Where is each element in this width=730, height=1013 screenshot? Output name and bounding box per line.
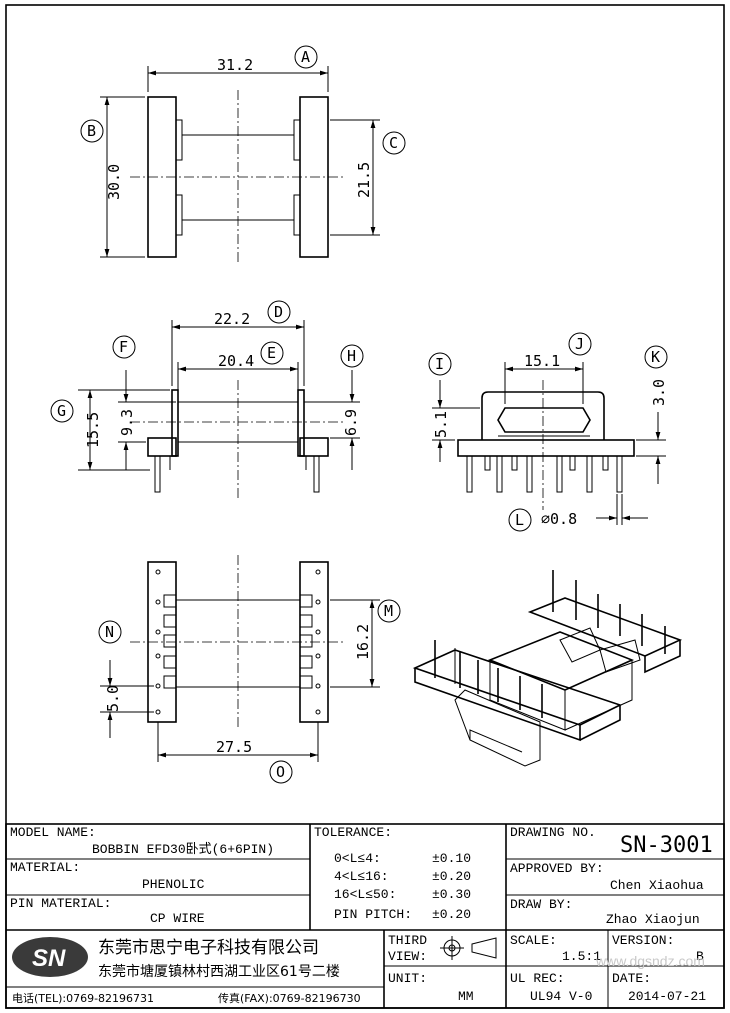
callout-E: E <box>267 344 276 362</box>
fax: 传真(FAX):0769-82196730 <box>218 991 361 1005</box>
draw-by-label: DRAW BY: <box>510 897 572 912</box>
dim-N: 5.0 <box>104 685 122 712</box>
dim-A: 31.2 <box>217 56 253 74</box>
iso-pins <box>434 570 666 718</box>
drawing-no-value: SN-3001 <box>620 833 713 858</box>
date-label: DATE: <box>612 971 651 986</box>
isometric-view <box>412 570 683 767</box>
tolerance-range-1: 0<L≤4: <box>334 851 381 866</box>
callout-I: I <box>435 355 444 373</box>
dim-B: 30.0 <box>105 164 123 200</box>
pin-material-value: CP WIRE <box>150 911 205 926</box>
callout-F: F <box>119 338 128 356</box>
dim-I: 5.1 <box>432 411 450 438</box>
dim-M: 16.2 <box>354 624 372 660</box>
ul-rec-value: UL94 V-0 <box>530 989 592 1004</box>
third-view-label-1: THIRD <box>388 933 427 948</box>
dim-C: 21.5 <box>355 162 373 198</box>
version-label: VERSION: <box>612 933 674 948</box>
logo-text: SN <box>32 945 66 972</box>
watermark: www.dgsndz.com <box>595 953 705 969</box>
pin-row <box>466 455 623 493</box>
company-logo <box>12 937 88 977</box>
callout-O: O <box>276 763 285 781</box>
unit-label: UNIT: <box>388 971 427 986</box>
callout-G: G <box>57 402 66 420</box>
dim-G: 15.5 <box>84 412 102 448</box>
top-view: 31.2 30.0 21.5 <box>100 56 380 265</box>
tolerance-range-2: 4<L≤16: <box>334 869 389 884</box>
third-view-label-2: VIEW: <box>388 949 427 964</box>
pin-tabs <box>163 594 313 689</box>
callout-C: C <box>389 134 398 152</box>
side-view: 15.1 5.1 3.0 ⌀0.8 <box>432 352 668 528</box>
dim-E: 20.4 <box>218 352 254 370</box>
unit-value: MM <box>458 989 474 1004</box>
draw-by-value: Zhao Xiaojun <box>606 912 700 927</box>
tolerance-value-1: ±0.10 <box>432 851 471 866</box>
callout-H: H <box>347 347 356 365</box>
callout-bubbles: A B C D E F G H I J K L M N O <box>50 45 668 784</box>
dim-O: 27.5 <box>216 738 252 756</box>
front-view: 22.2 20.4 15.5 9.3 6.9 <box>78 310 360 500</box>
dim-L: ⌀0.8 <box>541 510 577 528</box>
callout-M: M <box>384 602 393 620</box>
pin-holes <box>155 569 321 715</box>
dim-J: 15.1 <box>524 352 560 370</box>
third-angle-projection-icon <box>440 936 497 960</box>
approved-by-label: APPROVED BY: <box>510 861 604 876</box>
company-address: 东莞市塘厦镇林村西湖工业区61号二楼 <box>98 963 340 980</box>
dim-H: 6.9 <box>342 409 360 436</box>
callout-J: J <box>575 335 584 353</box>
tolerance-label: TOLERANCE: <box>314 825 392 840</box>
callout-D: D <box>274 303 283 321</box>
approved-by-value: Chen Xiaohua <box>610 878 704 893</box>
telephone: 电话(TEL):0769-82196731 <box>12 992 154 1005</box>
tolerance-range-4: PIN PITCH: <box>334 907 412 922</box>
scale-label: SCALE: <box>510 933 557 948</box>
callout-N: N <box>105 623 114 641</box>
material-label: MATERIAL: <box>10 860 80 875</box>
tolerance-value-4: ±0.20 <box>432 907 471 922</box>
pin-material-label: PIN MATERIAL: <box>10 896 111 911</box>
date-value: 2014-07-21 <box>628 989 706 1004</box>
bottom-view: 16.2 5.0 27.5 <box>100 555 380 762</box>
ul-rec-label: UL REC: <box>510 971 565 986</box>
drawing-no-label: DRAWING NO. <box>510 825 596 840</box>
title-block: MODEL NAME: BOBBIN EFD30卧式(6+6PIN) MATER… <box>5 823 725 1009</box>
model-name-label: MODEL NAME: <box>10 825 96 840</box>
callout-A: A <box>301 48 310 66</box>
tolerance-value-2: ±0.20 <box>432 869 471 884</box>
dim-D: 22.2 <box>214 310 250 328</box>
scale-value: 1.5:1 <box>562 949 601 964</box>
dim-K: 3.0 <box>650 379 668 406</box>
material-value: PHENOLIC <box>142 877 205 892</box>
version-value: B <box>696 949 704 964</box>
callout-B: B <box>87 122 96 140</box>
tolerance-range-3: 16<L≤50: <box>334 887 396 902</box>
dim-F: 9.3 <box>118 409 136 436</box>
tolerance-value-3: ±0.30 <box>432 887 471 902</box>
callout-K: K <box>651 348 660 366</box>
model-name-value: BOBBIN EFD30卧式(6+6PIN) <box>92 842 274 857</box>
company-name: 东莞市思宁电子科技有限公司 <box>98 938 319 958</box>
callout-L: L <box>515 511 524 529</box>
